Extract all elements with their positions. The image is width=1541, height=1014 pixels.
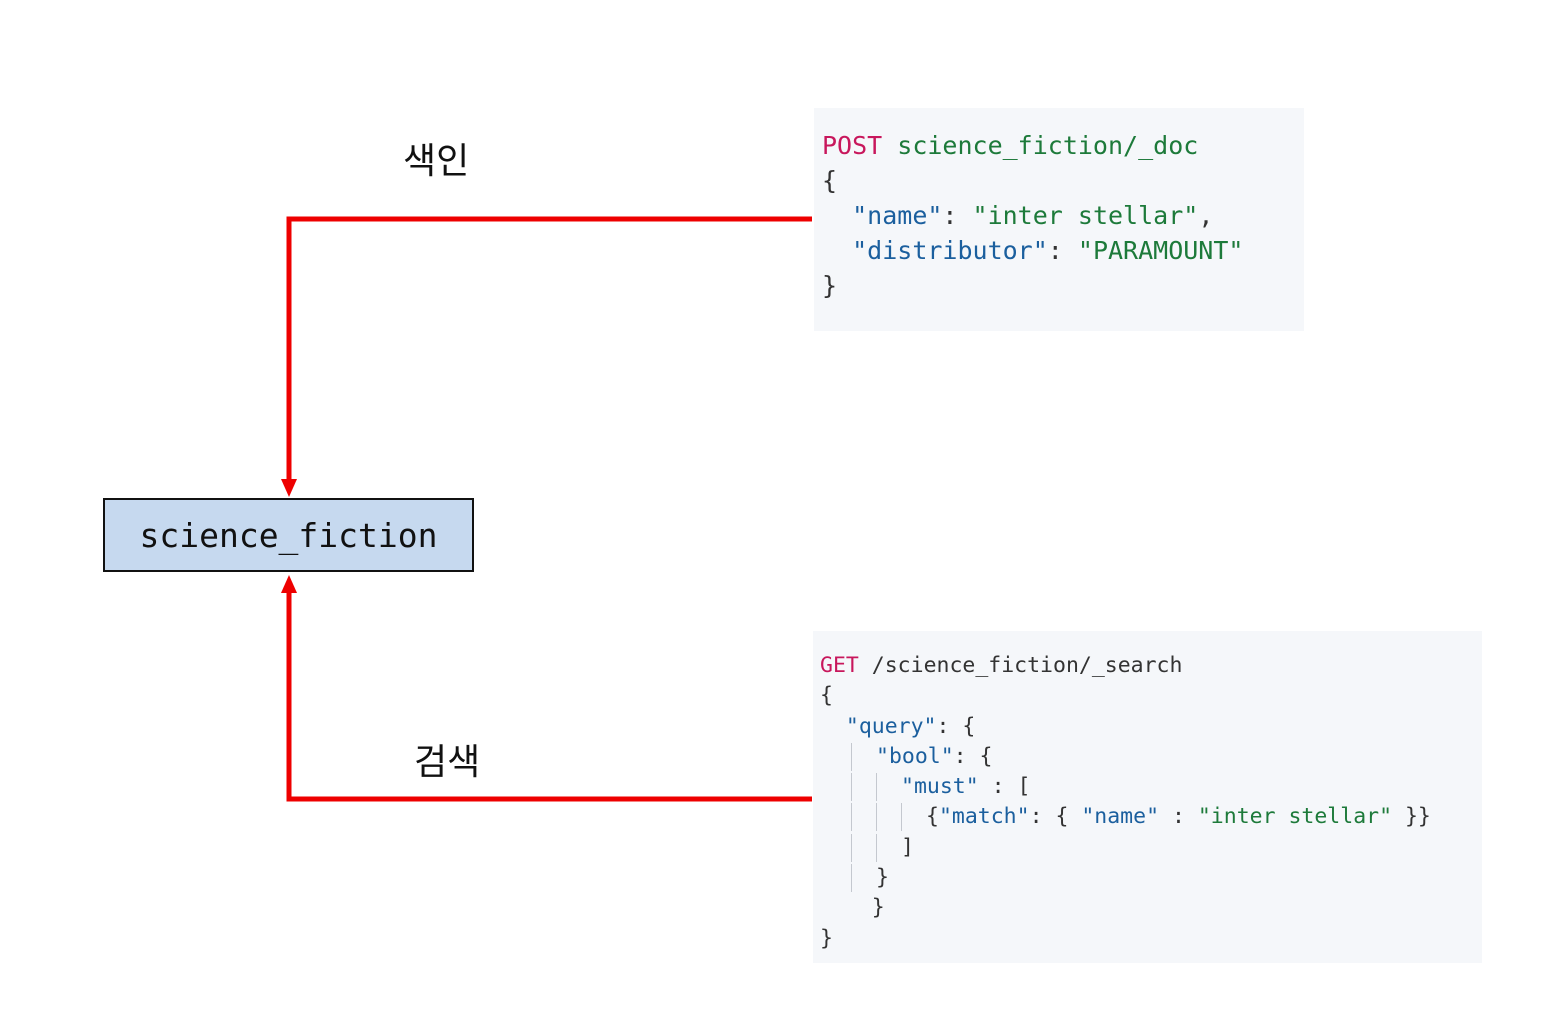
index-name: science_fiction <box>139 515 438 555</box>
code-line: "name": "inter stellar", <box>822 198 1304 233</box>
index-label: 색인 <box>403 141 470 182</box>
index-connector <box>286 216 812 482</box>
code-line: "must" : [ <box>820 772 1482 802</box>
code-token-key: "distributor" <box>852 236 1048 265</box>
search-connector <box>286 590 812 802</box>
code-line: "bool": { <box>820 742 1482 772</box>
indent-guide <box>851 864 852 893</box>
index-request-code: POST science_fiction/_doc { "name": "inte… <box>814 108 1304 331</box>
code-line: {"match": { "name" : "inter stellar" }} <box>820 802 1482 832</box>
code-token-punct: } <box>876 865 889 891</box>
code-line: } <box>822 268 1304 303</box>
code-token-punct: ] <box>901 834 914 860</box>
search-label: 검색 <box>414 742 481 783</box>
code-token-punct: , <box>1198 201 1214 230</box>
code-token-punct: { <box>820 683 833 709</box>
code-token-str: "PARAMOUNT" <box>1077 236 1244 265</box>
code-token-key: "bool" <box>876 743 954 769</box>
code-token-punct: } <box>820 925 833 951</box>
code-token-key: "must" <box>901 774 979 800</box>
code-line: "query": { <box>820 712 1482 742</box>
code-token-str: "inter stellar" <box>1197 804 1393 830</box>
code-token-punct: : { <box>1029 804 1082 830</box>
code-token-punct: { <box>926 804 939 830</box>
code-line: "distributor": "PARAMOUNT" <box>822 233 1304 268</box>
indent-guide <box>851 833 852 862</box>
code-token-key: "query" <box>845 713 937 739</box>
code-line: POST science_fiction/_doc <box>822 128 1304 163</box>
code-line: } <box>820 924 1482 954</box>
code-token-punct: : { <box>953 743 993 769</box>
indent-guide <box>901 803 902 832</box>
code-token-ws <box>822 201 852 230</box>
indent-guide <box>876 833 877 862</box>
code-line: } <box>820 893 1482 923</box>
code-token-ws <box>820 714 846 739</box>
code-token-method: GET <box>820 653 859 678</box>
code-token-punct: } <box>822 271 838 300</box>
code-token-punct: : [ <box>978 774 1031 800</box>
code-token-str: science_fiction/_doc <box>882 131 1199 160</box>
code-token-key: "name" <box>1081 804 1160 830</box>
code-token-punct: /science_fiction/_search <box>858 653 1183 678</box>
code-token-punct: : <box>1047 236 1078 265</box>
index-arrowhead <box>281 479 297 497</box>
code-line: { <box>822 163 1304 198</box>
code-token-method: POST <box>822 131 883 160</box>
code-line: GET /science_fiction/_search <box>820 651 1482 681</box>
code-token-punct: : { <box>936 713 976 739</box>
code-token-str: "inter stellar" <box>972 201 1199 230</box>
indent-guide <box>851 773 852 802</box>
code-token-punct: { <box>822 166 838 195</box>
indent-guide <box>876 773 877 802</box>
search-request-code: GET /science_fiction/_search{ "query": {… <box>813 631 1482 963</box>
code-token-key: "match" <box>938 804 1030 830</box>
code-token-punct: } <box>871 895 885 921</box>
code-token-punct: : <box>942 201 973 230</box>
indent-guide <box>876 803 877 832</box>
index-box: science_fiction <box>103 498 474 572</box>
code-token-ws <box>822 236 852 265</box>
search-arrowhead <box>281 575 297 593</box>
code-line: } <box>820 863 1482 893</box>
code-token-ws <box>820 895 872 920</box>
code-line: { <box>820 681 1482 711</box>
code-token-key: "name" <box>852 201 943 230</box>
code-token-punct: : <box>1159 804 1198 830</box>
code-token-punct: }} <box>1392 804 1431 830</box>
indent-guide <box>851 742 852 771</box>
code-line: ] <box>820 833 1482 863</box>
indent-guide <box>851 803 852 832</box>
